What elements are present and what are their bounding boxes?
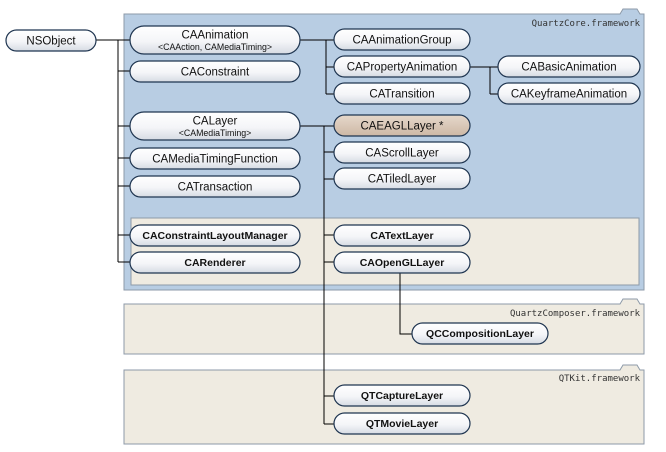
svg-text:CAOpenGLLayer: CAOpenGLLayer: [360, 257, 445, 269]
node-caopengllayer: CAOpenGLLayer: [333, 251, 471, 274]
node-cabasicanimation: CABasicAnimation: [497, 55, 641, 78]
node-catransition: CATransition: [333, 82, 471, 105]
node-calayer: CALayer <CAMediaTiming>: [129, 111, 301, 141]
svg-text:CATiledLayer: CATiledLayer: [368, 174, 437, 186]
node-catransaction: CATransaction: [129, 175, 301, 198]
svg-text:CAConstraint: CAConstraint: [181, 67, 250, 79]
node-caconstraintlayoutmanager: CAConstraintLayoutManager: [129, 224, 301, 247]
node-capropertyanimation: CAPropertyAnimation: [333, 55, 471, 78]
node-cascrolllayer: CAScrollLayer: [333, 141, 471, 164]
quartzcomposer-framework-panel: QuartzComposer.framework: [123, 298, 645, 355]
svg-text:NSObject: NSObject: [26, 36, 76, 48]
svg-text:QCCompositionLayer: QCCompositionLayer: [426, 328, 534, 340]
svg-text:QTCaptureLayer: QTCaptureLayer: [361, 390, 443, 402]
node-cakeyframeanimation: CAKeyframeAnimation: [497, 82, 641, 105]
svg-text:CABasicAnimation: CABasicAnimation: [521, 62, 616, 74]
node-qtmovielayer: QTMovieLayer: [333, 412, 471, 435]
svg-text:<CAMediaTiming>: <CAMediaTiming>: [179, 128, 252, 138]
svg-text:CAAnimationGroup: CAAnimationGroup: [352, 35, 451, 47]
node-catextlayer: CATextLayer: [333, 224, 471, 247]
node-camediatimingfunction: CAMediaTimingFunction: [129, 147, 301, 170]
node-caconstraint: CAConstraint: [129, 60, 301, 83]
svg-text:CAConstraintLayoutManager: CAConstraintLayoutManager: [142, 230, 287, 242]
node-catiledlayer: CATiledLayer: [333, 167, 471, 190]
svg-text:CAMediaTimingFunction: CAMediaTimingFunction: [152, 154, 277, 166]
svg-text:CATransaction: CATransaction: [178, 182, 253, 194]
node-qtcapturelayer: QTCaptureLayer: [333, 384, 471, 407]
svg-text:CAScrollLayer: CAScrollLayer: [365, 148, 439, 160]
svg-text:CARenderer: CARenderer: [184, 257, 245, 269]
svg-text:CALayer: CALayer: [193, 116, 238, 128]
node-caeagllayer: CAEAGLLayer *: [333, 114, 471, 137]
quartzcomposer-framework-label: QuartzComposer.framework: [510, 309, 641, 319]
svg-text:CAPropertyAnimation: CAPropertyAnimation: [347, 62, 458, 74]
quartzcore-framework-label: QuartzCore.framework: [532, 19, 641, 29]
node-carenderer: CARenderer: [129, 251, 301, 274]
svg-text:CAEAGLLayer *: CAEAGLLayer *: [360, 121, 444, 133]
svg-text:CAKeyframeAnimation: CAKeyframeAnimation: [511, 89, 627, 101]
qtkit-framework-label: QTKit.framework: [559, 374, 641, 384]
node-caanimation: CAAnimation <CAAction, CAMediaTiming>: [129, 25, 301, 55]
svg-text:<CAAction, CAMediaTiming>: <CAAction, CAMediaTiming>: [158, 42, 272, 52]
node-caanimationgroup: CAAnimationGroup: [333, 28, 471, 51]
svg-text:CATextLayer: CATextLayer: [370, 230, 433, 242]
node-nsobject: NSObject: [5, 29, 97, 52]
node-qccompositionlayer: QCCompositionLayer: [411, 322, 549, 345]
svg-text:CATransition: CATransition: [369, 89, 434, 101]
svg-text:QTMovieLayer: QTMovieLayer: [366, 418, 438, 430]
svg-text:CAAnimation: CAAnimation: [181, 30, 248, 42]
inheritance-connectors: [96, 39, 498, 425]
